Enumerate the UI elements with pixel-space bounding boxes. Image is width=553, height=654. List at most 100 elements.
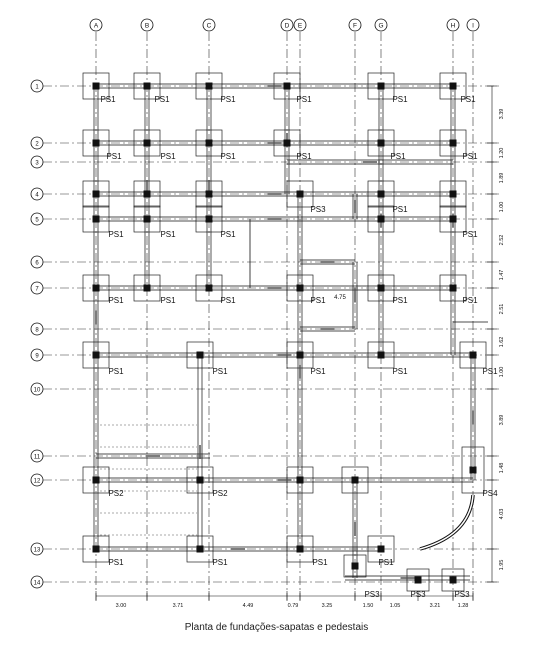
footing-outline bbox=[439, 180, 467, 208]
column-axis-bubble bbox=[202, 18, 216, 32]
footing-outline bbox=[439, 129, 467, 157]
column-pedestal bbox=[196, 476, 204, 484]
column-axis-label: H bbox=[451, 23, 456, 30]
footing-outline bbox=[186, 341, 214, 369]
row-axis-label: 2 bbox=[35, 142, 39, 148]
footing-label: PS1 bbox=[220, 152, 236, 161]
right-dimension-value: 1.62 bbox=[499, 337, 505, 348]
interior-dimension: 4.75 bbox=[334, 295, 346, 301]
footing-label: PS1 bbox=[212, 367, 228, 376]
column-pedestal bbox=[414, 576, 422, 584]
footing-outline bbox=[133, 274, 161, 302]
row-axis-label: 12 bbox=[34, 479, 41, 485]
column-pedestal bbox=[449, 82, 457, 90]
column-axis-label: C bbox=[207, 23, 212, 30]
column-pedestal bbox=[143, 215, 151, 223]
column-pedestal bbox=[449, 284, 457, 292]
column-pedestal bbox=[205, 215, 213, 223]
column-axis-label: D bbox=[285, 23, 290, 30]
column-axis-bubble bbox=[140, 18, 154, 32]
column-pedestal bbox=[296, 190, 304, 198]
row-axis-label: 6 bbox=[35, 261, 39, 267]
right-dimension-value: 4.03 bbox=[499, 509, 505, 520]
row-axis-bubble bbox=[30, 382, 44, 396]
footing-label: PS1 bbox=[212, 558, 228, 567]
footing-label: PS1 bbox=[310, 367, 326, 376]
column-pedestal bbox=[143, 284, 151, 292]
footing-label: PS1 bbox=[392, 205, 408, 214]
column-pedestal bbox=[351, 562, 359, 570]
row-axis-label: 11 bbox=[34, 455, 41, 461]
column-axis-label: E bbox=[298, 23, 303, 30]
footing-label: PS1 bbox=[312, 558, 328, 567]
column-axis-bubble bbox=[446, 18, 460, 32]
footing-outline bbox=[82, 466, 110, 494]
column-axis-bubble bbox=[374, 18, 388, 32]
right-dimension-value: 2.51 bbox=[499, 304, 505, 315]
row-axis-bubble bbox=[30, 542, 44, 556]
column-pedestal bbox=[92, 82, 100, 90]
column-axis-bubble bbox=[280, 18, 294, 32]
column-pedestal bbox=[449, 139, 457, 147]
footing-outline bbox=[286, 274, 314, 302]
footing-outline bbox=[367, 180, 395, 208]
drawing-caption: Planta de fundações-sapatas e pedestais bbox=[184, 622, 369, 633]
column-pedestal bbox=[143, 139, 151, 147]
column-pedestal bbox=[296, 284, 304, 292]
column-pedestal bbox=[351, 476, 359, 484]
footing-label: PS1 bbox=[220, 230, 236, 239]
row-axis-label: 13 bbox=[34, 548, 41, 554]
footing-label: PS1 bbox=[160, 230, 176, 239]
footing-outline bbox=[82, 180, 110, 208]
footing-outline bbox=[367, 129, 395, 157]
footing-label: PS1 bbox=[220, 296, 236, 305]
column-pedestal bbox=[377, 215, 385, 223]
footing-label: PS1 bbox=[154, 95, 170, 104]
footing-outline bbox=[195, 205, 223, 233]
column-pedestal bbox=[92, 476, 100, 484]
footing-label: PS1 bbox=[462, 230, 478, 239]
footing-label: PS1 bbox=[108, 367, 124, 376]
footing-outline bbox=[367, 205, 395, 233]
footing-outline bbox=[82, 205, 110, 233]
footings bbox=[82, 72, 487, 592]
footing-outline bbox=[186, 466, 214, 494]
column-pedestal bbox=[143, 190, 151, 198]
footing-label: PS1 bbox=[378, 558, 394, 567]
footing-label: PS3 bbox=[454, 590, 470, 599]
footing-label: PS1 bbox=[100, 95, 116, 104]
column-pedestal bbox=[377, 82, 385, 90]
footing-label: PS1 bbox=[160, 152, 176, 161]
column-pedestal bbox=[205, 82, 213, 90]
footing-outline bbox=[439, 274, 467, 302]
column-axis-bubble bbox=[293, 18, 307, 32]
column-pedestal bbox=[296, 476, 304, 484]
right-dimension-value: 1.00 bbox=[499, 202, 505, 213]
footing-outline bbox=[133, 205, 161, 233]
row-axis-bubble bbox=[30, 136, 44, 150]
column-pedestal bbox=[143, 82, 151, 90]
footing-outline bbox=[439, 205, 467, 233]
column-pedestal bbox=[196, 545, 204, 553]
column-axis-bubble bbox=[89, 18, 103, 32]
footing-outline bbox=[195, 72, 223, 100]
right-dimension-value: 1.95 bbox=[499, 560, 505, 571]
footing-label: PS1 bbox=[160, 296, 176, 305]
column-pedestal bbox=[377, 351, 385, 359]
bottom-dimension-value: 1.50 bbox=[363, 603, 374, 609]
row-axis-label: 1 bbox=[35, 85, 39, 91]
column-pedestal bbox=[205, 139, 213, 147]
right-dimension-value: 3.89 bbox=[499, 415, 505, 426]
footing-label: PS3 bbox=[364, 590, 380, 599]
footing-label: PS1 bbox=[108, 558, 124, 567]
row-axis-label: 8 bbox=[35, 328, 39, 334]
footing-outline bbox=[82, 72, 110, 100]
column-pedestal bbox=[449, 576, 457, 584]
column-pedestal bbox=[377, 545, 385, 553]
column-pedestal bbox=[92, 351, 100, 359]
column-pedestal bbox=[92, 545, 100, 553]
footing-label: PS1 bbox=[462, 152, 478, 161]
column-pedestal bbox=[377, 190, 385, 198]
